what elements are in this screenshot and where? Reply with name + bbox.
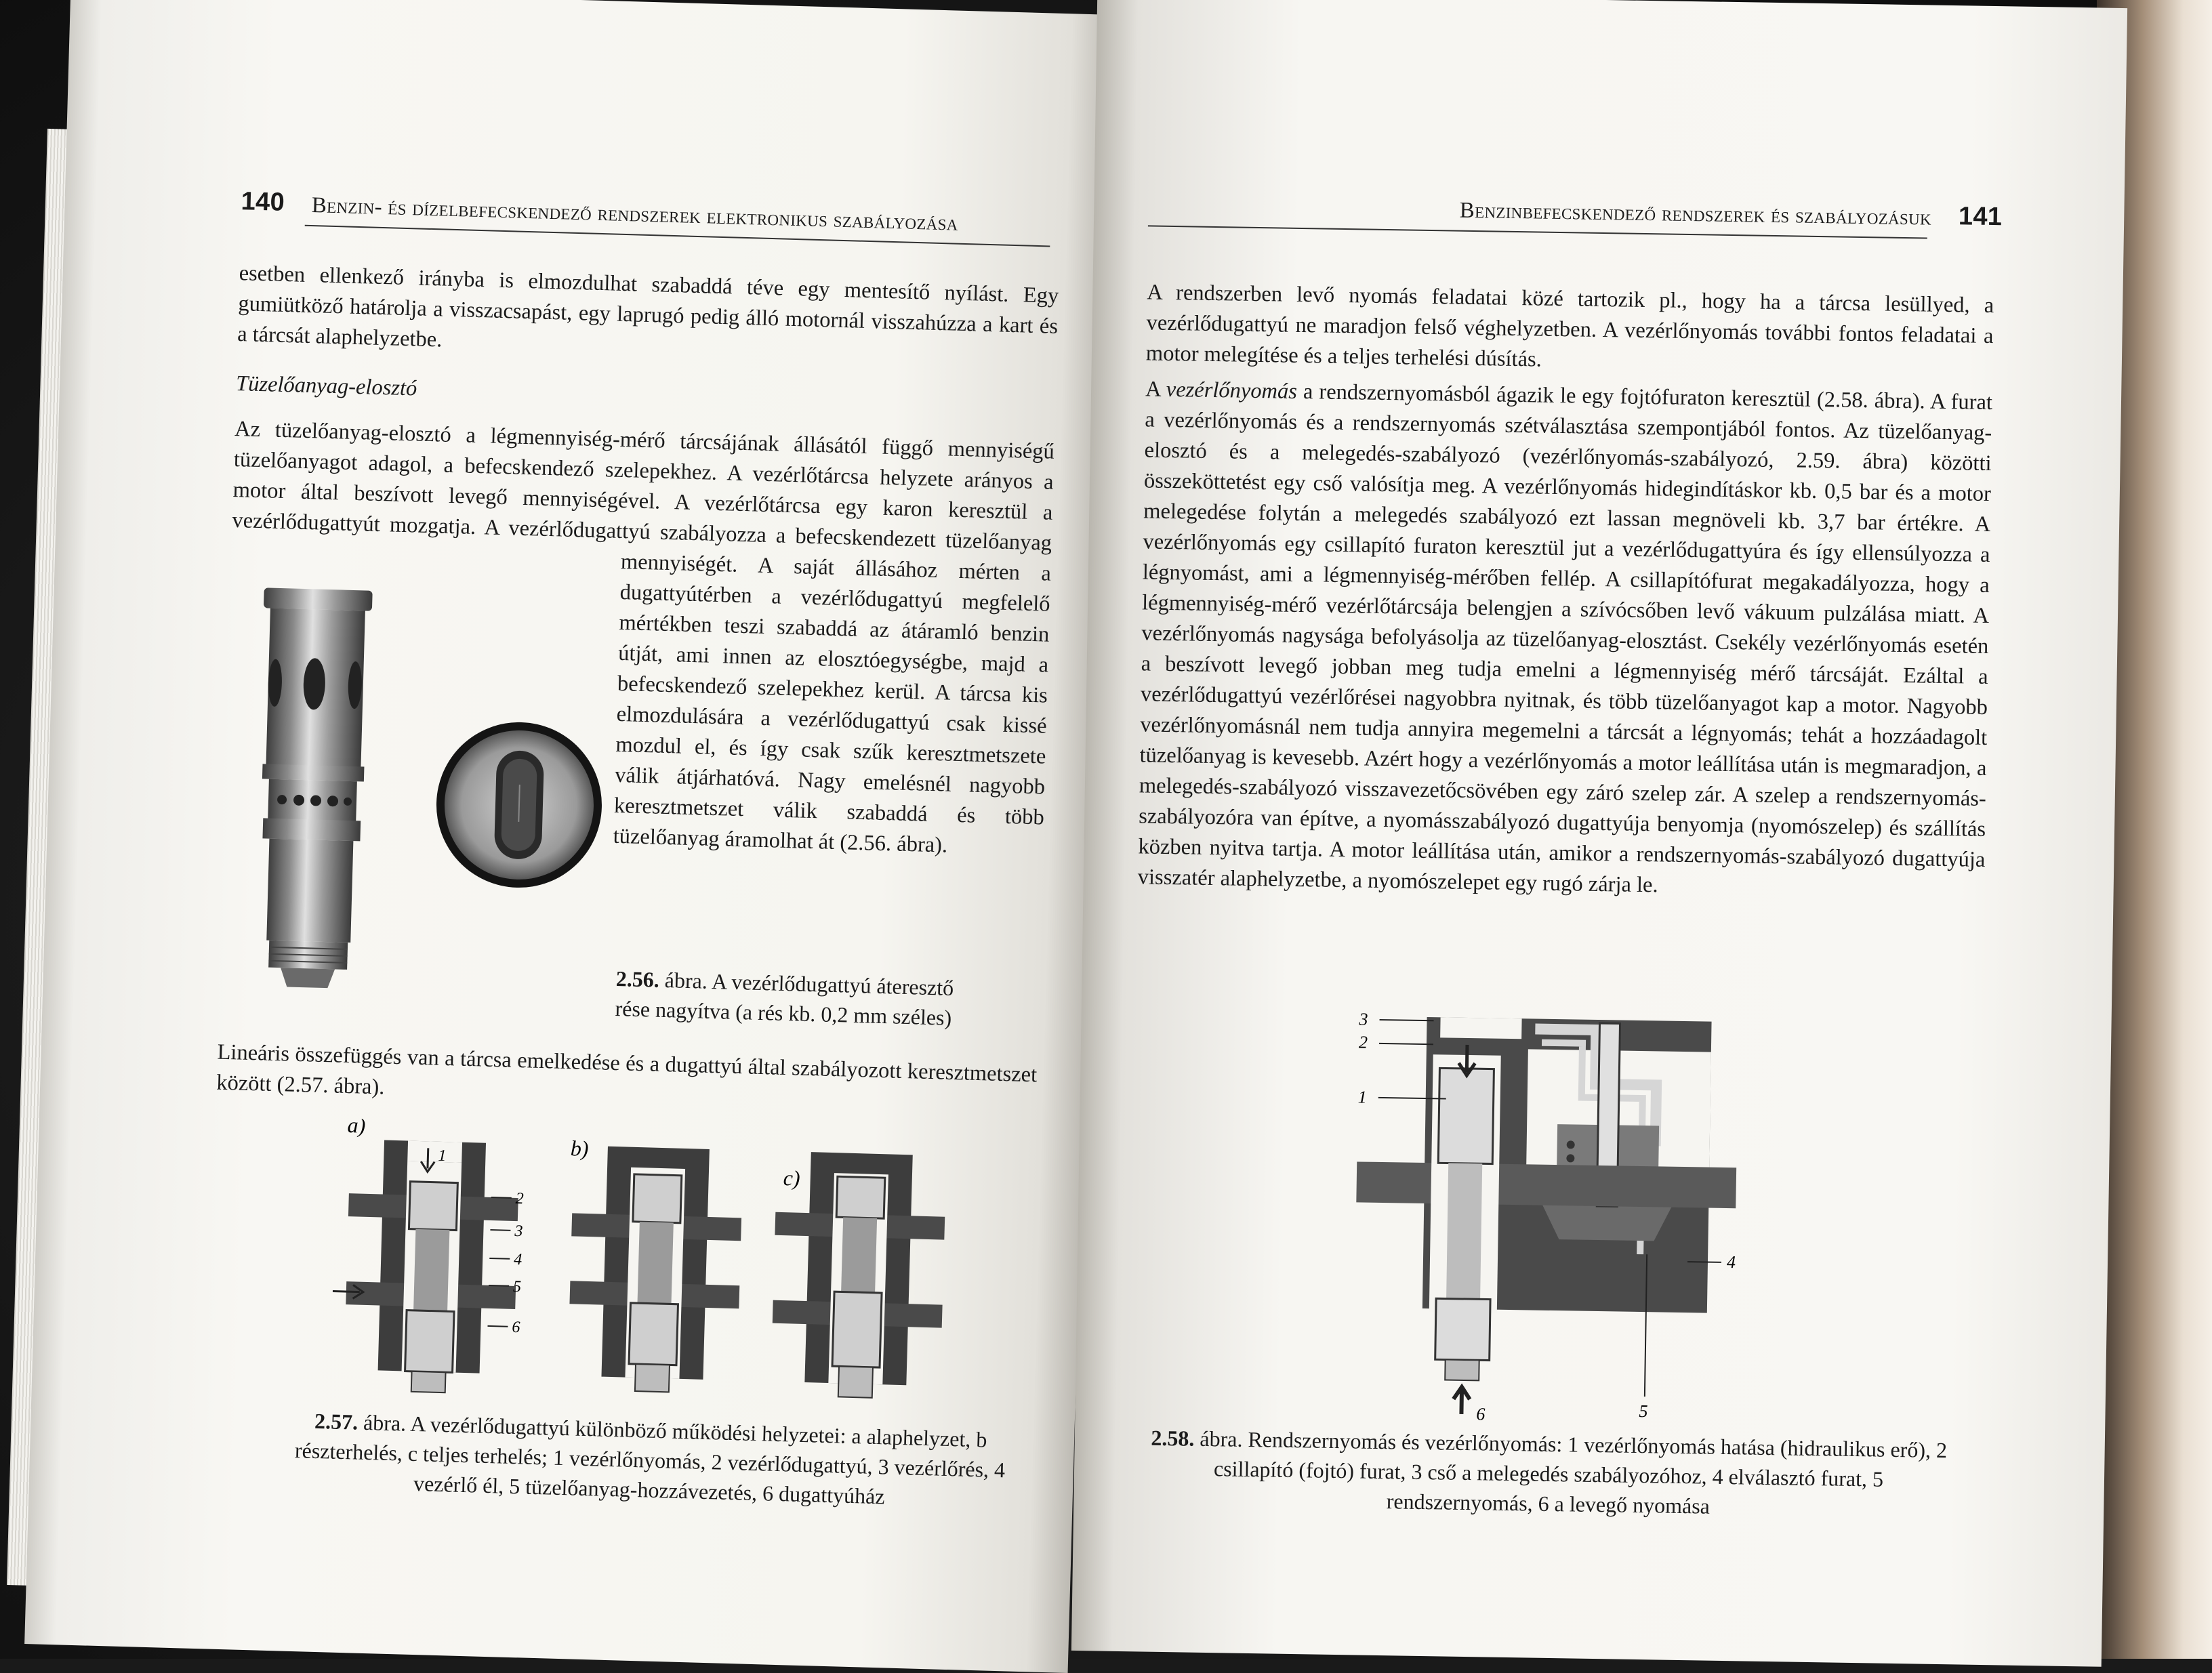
- label-c: c): [783, 1165, 800, 1191]
- caption-2-57-number: 2.57.: [314, 1408, 359, 1434]
- label-a: a): [347, 1119, 366, 1138]
- callout-3: 3: [1358, 1009, 1368, 1029]
- label-b: b): [570, 1136, 589, 1161]
- plunger-positions-diagram: a) b) c) 1 2 3 4 5 6: [332, 1119, 945, 1399]
- paragraph-prefix: A: [1145, 377, 1167, 402]
- paragraph-intro: esetben ellenkező irányba is elmozdulhat…: [237, 261, 1059, 352]
- right-page: Benzinbefecskendező rendszerek és szabál…: [1071, 0, 2128, 1667]
- caption-2-56-number: 2.56.: [615, 966, 660, 992]
- caption-2-58-text: ábra. Rendszernyomás és vezérlőnyomás: 1…: [1200, 1426, 1948, 1519]
- callout-4: 4: [1727, 1252, 1736, 1272]
- callout-1: 1: [1358, 1087, 1367, 1107]
- callout-2: 2: [515, 1190, 524, 1207]
- term-control-pressure: vezérlőnyomás: [1166, 377, 1298, 404]
- diagram-c: [772, 1152, 945, 1399]
- callout-6: 6: [1476, 1404, 1485, 1424]
- right-text: A rendszerben levő nyomás feladatai közé…: [1137, 277, 1994, 911]
- right-running-title: Benzinbefecskendező rendszerek és szabál…: [1459, 198, 1932, 230]
- callout-5: 5: [1639, 1401, 1647, 1421]
- left-running-head: 140 Benzin- és dízelbefecskendező rendsz…: [241, 187, 958, 236]
- caption-2-56: 2.56. ábra. A vezérlődugattyú áteresztő …: [615, 964, 968, 1033]
- figure-2-57: a) b) c) 1 2 3 4 5 6: [329, 1119, 988, 1435]
- caption-2-56-text: ábra. A vezérlődugattyú áteresztő rése n…: [615, 968, 954, 1030]
- left-page: 140 Benzin- és dízelbefecskendező rendsz…: [24, 0, 1114, 1673]
- callout-5: 5: [513, 1278, 522, 1296]
- paragraph-body: a rendszernyomásból ágazik le egy fojtóf…: [1137, 379, 1993, 898]
- left-running-title: Benzin- és dízelbefecskendező rendszerek…: [311, 193, 959, 236]
- control-plunger-photo: [262, 587, 602, 989]
- right-running-head: Benzinbefecskendező rendszerek és szabál…: [1256, 191, 2003, 232]
- caption-2-58: 2.58. ábra. Rendszernyomás és vezérlőnyo…: [1141, 1423, 1956, 1525]
- paragraph-control-pressure: A vezérlőnyomás a rendszernyomásból ágaz…: [1137, 374, 1993, 906]
- callout-4: 4: [514, 1251, 523, 1268]
- left-page-number: 140: [241, 187, 285, 217]
- callout-2: 2: [1359, 1032, 1368, 1052]
- figure-2-58: 3 2 1 4 5 6: [1332, 1006, 1759, 1432]
- caption-2-57-text: ábra. A vezérlődugattyú különböző működé…: [294, 1409, 1006, 1509]
- diagram-a: [332, 1140, 518, 1394]
- figure-2-56: [226, 580, 617, 1004]
- callout-6: 6: [512, 1319, 520, 1336]
- right-page-number: 141: [1958, 202, 2003, 232]
- diagram-b: [569, 1146, 742, 1393]
- callout-1: 1: [438, 1147, 447, 1165]
- caption-2-58-number: 2.58.: [1151, 1425, 1195, 1451]
- paragraph-pressure-tasks: A rendszerben levő nyomás feladatai közé…: [1145, 280, 1994, 372]
- left-text-top: esetben ellenkező irányba is elmozdulhat…: [235, 258, 1059, 429]
- callout-3: 3: [514, 1222, 523, 1240]
- pressure-diagram: 3 2 1 4 5 6: [1356, 1009, 1737, 1424]
- subheading-distributor: Tüzelőanyag-elosztó: [235, 371, 417, 401]
